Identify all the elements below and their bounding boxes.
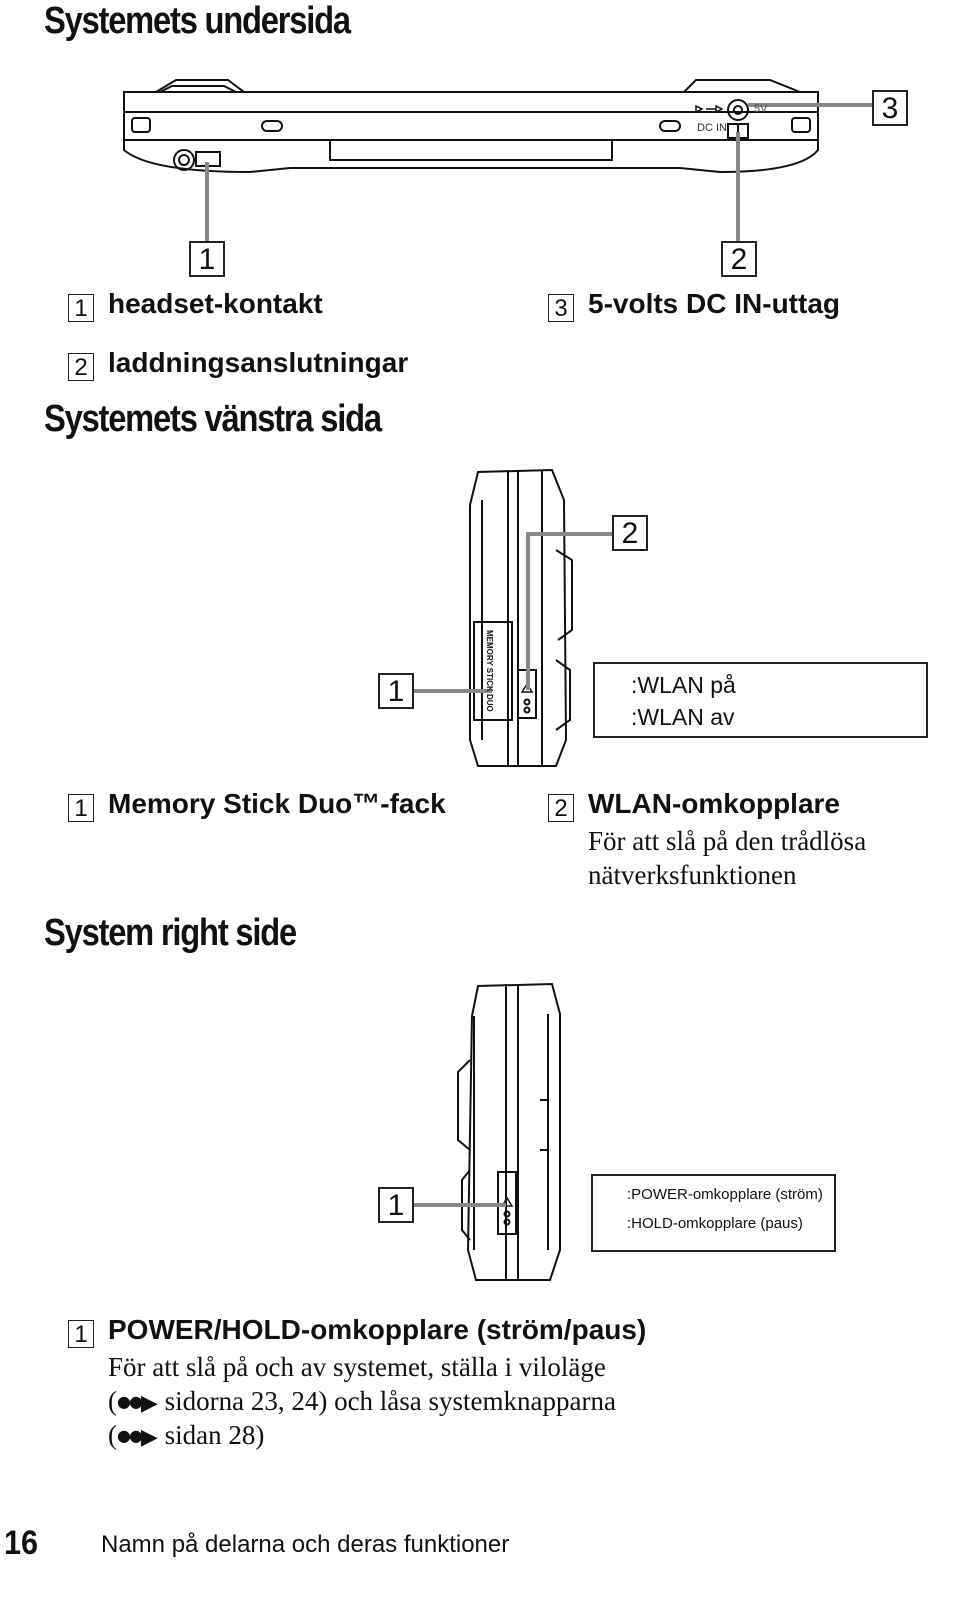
page-ref-icon: ●● <box>117 1392 143 1411</box>
section-title-right: System right side <box>44 912 297 954</box>
item-label: WLAN-omkopplare <box>588 788 840 819</box>
item-headset-jack: 1 headset-kontakt <box>68 288 323 322</box>
legend-wlan-off: :WLAN av <box>631 704 735 730</box>
page-number: 16 <box>4 1524 39 1562</box>
wlan-desc-line-1: För att slå på den trådlösa <box>588 826 867 856</box>
item-power-hold-switch: 1 POWER/HOLD-omkopplare (ström/paus) <box>68 1314 646 1348</box>
dc-in-label: DC IN <box>697 122 727 134</box>
power-desc-line-1: För att slå på och av systemet, ställa i… <box>108 1352 606 1382</box>
callout-bottom-2: 2 <box>721 241 757 277</box>
section-title-left: Systemets vänstra sida <box>44 398 382 440</box>
device-right-view <box>457 982 561 1281</box>
power-desc-line-3: (●●▶ sidan 28) <box>108 1418 264 1455</box>
item-number: 1 <box>68 1320 94 1348</box>
memory-stick-slot: MEMORY STICK DUO <box>474 622 512 720</box>
item-number: 1 <box>68 294 94 322</box>
item-charging-terminals: 2 laddningsanslutningar <box>68 347 408 381</box>
item-dc-in-jack: 3 5-volts DC IN-uttag <box>548 288 840 322</box>
item-number: 2 <box>548 794 574 822</box>
page-ref-icon: ●● <box>117 1426 143 1445</box>
device-left-view <box>469 468 573 767</box>
callout-bottom-3: 3 <box>872 90 908 126</box>
callout-left-1: 1 <box>378 673 414 709</box>
item-wlan-switch: 2 WLAN-omkopplare <box>548 788 840 822</box>
item-label: POWER/HOLD-omkopplare (ström/paus) <box>108 1314 647 1345</box>
item-label: 5-volts DC IN-uttag <box>588 288 840 319</box>
item-label: headset-kontakt <box>108 288 323 319</box>
desc-text: sidan 28) <box>164 1420 265 1450</box>
power-desc-line-2: (●●▶ sidorna 23, 24) och låsa systemknap… <box>108 1384 616 1421</box>
device-bottom-view <box>123 79 819 174</box>
ref-paren: ( <box>108 1386 117 1416</box>
leader-lines-bottom <box>205 103 872 243</box>
wlan-legend: :WLAN på :WLAN av <box>593 662 928 738</box>
section-title-bottom: Systemets undersida <box>44 0 351 42</box>
item-memory-stick-slot: 1 Memory Stick Duo™-fack <box>68 788 446 822</box>
ref-paren: ( <box>108 1420 117 1450</box>
power-hold-legend: :POWER-omkopplare (ström) :HOLD-omkoppla… <box>591 1174 836 1252</box>
callout-bottom-1: 1 <box>189 241 225 277</box>
item-number: 3 <box>548 294 574 322</box>
item-number: 1 <box>68 794 94 822</box>
desc-text: sidorna 23, 24) och låsa systemknapparna <box>164 1386 616 1416</box>
item-label: laddningsanslutningar <box>108 347 409 378</box>
item-label: Memory Stick Duo™-fack <box>108 788 446 819</box>
volt-label: 5V <box>754 103 768 115</box>
wlan-desc-line-2: nätverksfunktionen <box>588 860 797 890</box>
callout-left-2: 2 <box>612 515 648 551</box>
footer-text: Namn på delarna och deras funktioner <box>101 1531 510 1558</box>
legend-hold: :HOLD-omkopplare (paus) <box>627 1215 803 1232</box>
slot-label: MEMORY STICK DUO <box>485 630 494 712</box>
legend-wlan-on: :WLAN på <box>631 672 736 698</box>
callout-right-1: 1 <box>378 1187 414 1223</box>
legend-power: :POWER-omkopplare (ström) <box>627 1186 823 1203</box>
page-ref-arrow-icon: ▶ <box>140 1425 158 1450</box>
page-ref-arrow-icon: ▶ <box>140 1391 158 1416</box>
leader-lines-left <box>412 532 612 693</box>
item-number: 2 <box>68 353 94 381</box>
